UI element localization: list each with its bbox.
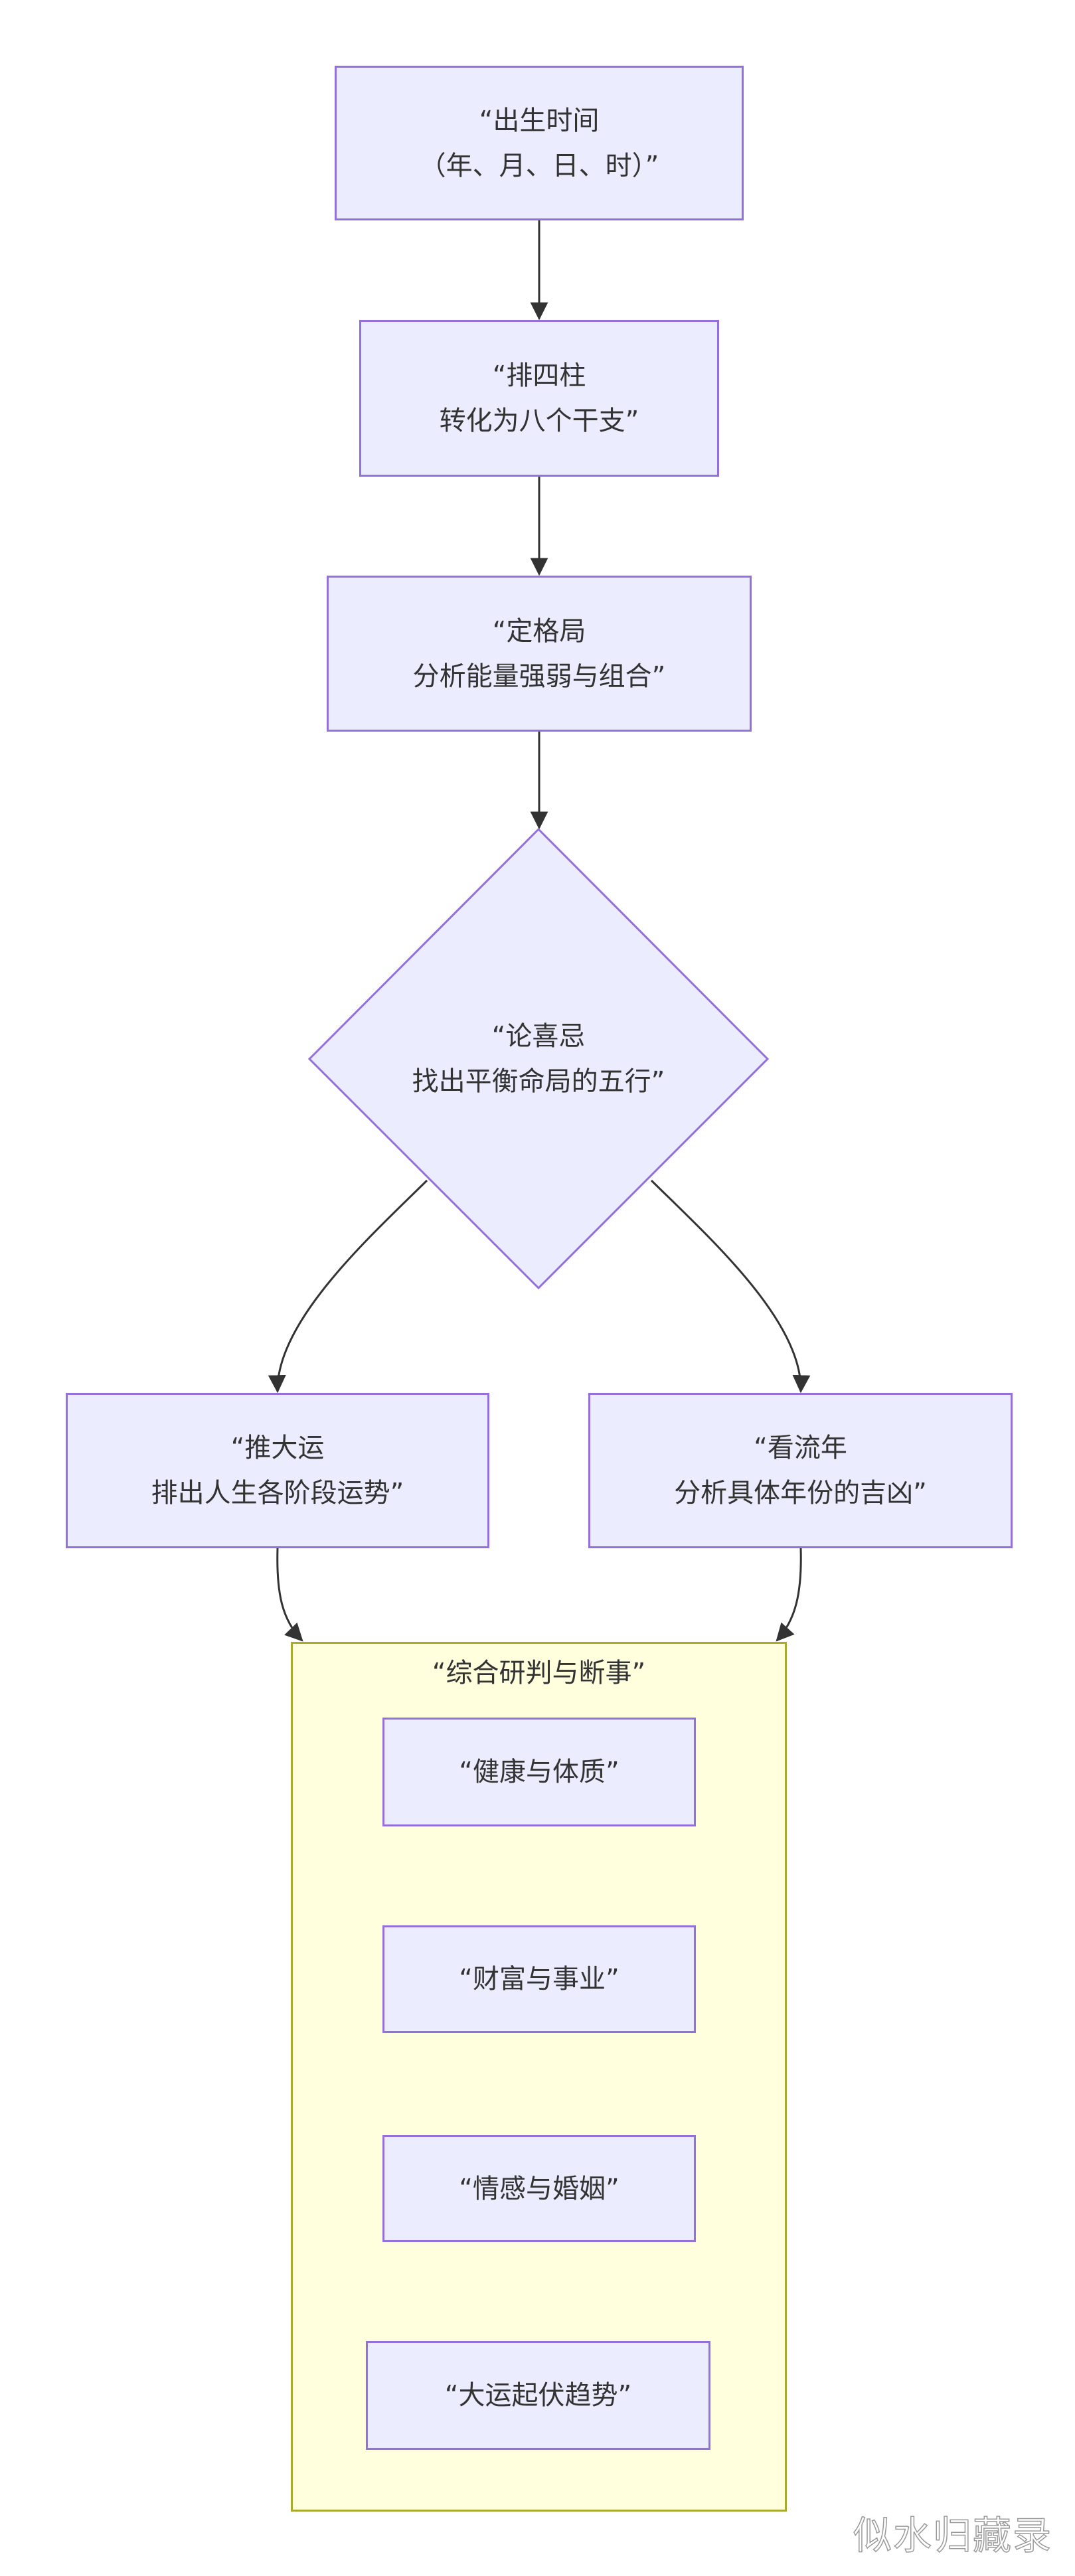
node-annual-luck[interactable]: “看流年 分析具体年份的吉凶” — [588, 1393, 1013, 1548]
node-pattern[interactable]: “定格局 分析能量强弱与组合” — [327, 576, 752, 732]
node-health-label: “健康与体质” — [459, 1757, 620, 1787]
node-favorable-label: “论喜忌 找出平衡命局的五行” — [412, 1021, 665, 1097]
edge-favorable-to-annual-luck — [650, 1179, 811, 1394]
node-major-luck-label: “推大运 排出人生各阶段运势” — [151, 1433, 404, 1508]
node-four-pillars-label: “排四柱 转化为八个干支” — [439, 361, 639, 436]
edge-favorable-to-major-luck — [268, 1179, 428, 1394]
node-trend-label: “大运起伏趋势” — [444, 2380, 632, 2411]
watermark: 似水归藏录 — [853, 2512, 1053, 2559]
diamond-favorable-shape — [307, 827, 770, 1290]
node-annual-luck-label: “看流年 分析具体年份的吉凶” — [674, 1433, 927, 1508]
node-pattern-label: “定格局 分析能量强弱与组合” — [412, 615, 666, 692]
edge-major-luck-to-group — [276, 1548, 303, 1642]
group-title: “综合研判与断事” — [432, 1658, 646, 1688]
node-wealth[interactable]: “财富与事业” — [382, 1925, 696, 2033]
node-favorable[interactable]: “论喜忌 找出平衡命局的五行” — [376, 976, 701, 1142]
node-wealth-label: “财富与事业” — [459, 1964, 620, 1994]
node-trend[interactable]: “大运起伏趋势” — [366, 2341, 710, 2450]
node-emotion-label: “情感与婚姻” — [459, 2173, 620, 2204]
node-birth-time-label: “出生时间 （年、月、日、时）” — [419, 105, 659, 181]
node-health[interactable]: “健康与体质” — [382, 1718, 696, 1826]
node-emotion[interactable]: “情感与婚姻” — [382, 2135, 696, 2242]
node-four-pillars[interactable]: “排四柱 转化为八个干支” — [359, 320, 719, 477]
node-birth-time[interactable]: “出生时间 （年、月、日、时）” — [335, 66, 744, 220]
node-major-luck[interactable]: “推大运 排出人生各阶段运势” — [66, 1393, 489, 1548]
edge-annual-luck-to-group — [776, 1548, 802, 1642]
